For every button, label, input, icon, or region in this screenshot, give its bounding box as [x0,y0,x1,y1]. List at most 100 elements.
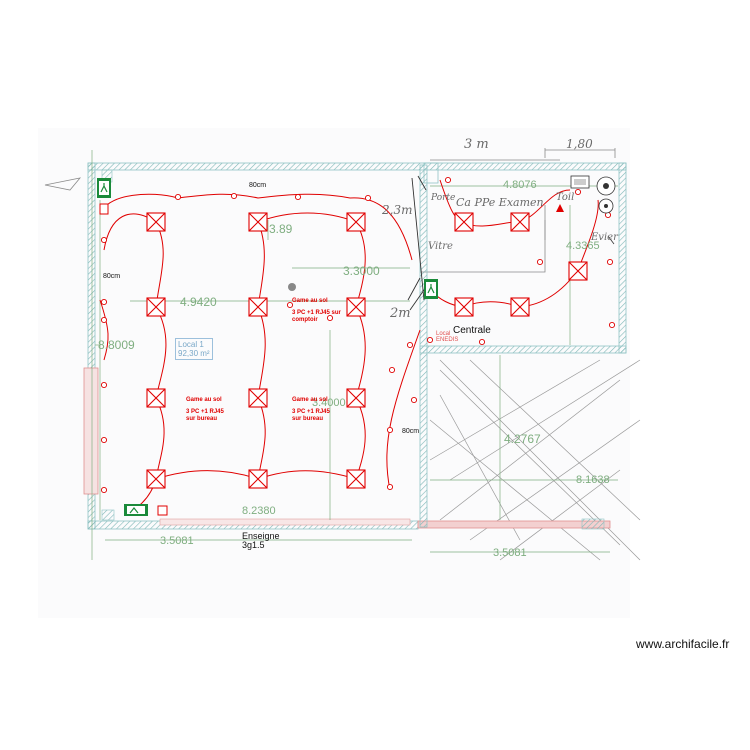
watermark-link[interactable]: www.archifacile.fr [636,637,730,651]
room-area: 92,30 m² [178,349,210,358]
socket-icon [100,381,108,389]
dimension-label: 4.3365 [566,240,600,252]
ceiling-light-icon [146,297,166,317]
dimension-label: 3.3000 [343,264,380,278]
socket-icon [386,483,394,491]
socket-icon [326,314,334,322]
ceiling-light-icon [510,297,530,317]
socket-icon [100,298,108,306]
emergency-exit-icon [97,178,111,198]
sockets [100,176,616,494]
construction-lines [429,359,641,561]
socket-icon [100,436,108,444]
socket-icon [574,188,582,196]
floor-box-note: Game au sol 3 PC +1 RJ45 sur comptoir [292,298,342,324]
floor-box-note: Game au sol 3 PC +1 RJ45 sur bureau [186,397,232,423]
equipment [288,175,616,291]
emergency-light-icon [99,203,109,215]
dimension-label: 3.89 [269,222,293,236]
socket-icon [100,486,108,494]
ceiling-light-icon [346,469,366,489]
socket-icon [386,426,394,434]
ceiling-light-icon [346,297,366,317]
socket-icon [536,258,544,266]
ceiling-light-icon [248,469,268,489]
socket-icon [388,366,396,374]
dimension-label: 4.9420 [180,295,217,309]
dimension-label: 8.1638 [576,474,610,486]
socket-icon [410,396,418,404]
tap-icon [607,235,615,245]
handwritten-note: Evier [591,232,618,243]
socket-icon [100,236,108,244]
socket-icon [286,301,294,309]
walls [83,162,627,530]
room-label: Local 1 92,30 m² [175,338,213,360]
floor-box-title: Game au sol [292,298,328,304]
socket-icon [444,176,452,184]
smoke-detector-icon [598,198,614,214]
socket-icon [426,336,434,344]
ceiling-light-icon [248,388,268,408]
handwritten-note: Porte [431,193,456,203]
electrical-panel-icon [570,175,590,189]
floor-box-text: 3 PC +1 RJ45 sur bureau [186,409,224,422]
emergency-exit-icon [124,504,148,516]
dimension-label: 4.2767 [504,432,541,446]
spacing-label: 80cm [103,273,121,280]
dimension-lines [91,150,618,560]
floor-box-text: 3 PC +1 RJ45 sur comptoir [292,310,341,323]
warning-icon [556,204,564,212]
floor-box-note: Game au sol 3 PC +1 RJ45 sur bureau [292,397,338,423]
handwritten-note: 2,3m [382,203,413,217]
socket-icon [100,316,108,324]
ceiling-lights [146,212,588,489]
ceiling-light-icon [454,297,474,317]
socket-icon [478,338,486,346]
socket-icon [364,194,372,202]
floor-box-icon [288,283,296,291]
ceiling-light-icon [248,212,268,232]
spacing-label: 80cm [402,428,420,435]
handwritten-note: Toil [556,192,575,203]
floor-box-title: Game au sol [292,397,328,403]
entrance-door [407,175,427,311]
room-name: Local 1 [178,340,204,349]
sign-cable: 3g1.5 [242,540,265,550]
ceiling-light-icon [346,388,366,408]
pencil-sketch [44,148,616,273]
dimension-label: 3.4000 [312,397,346,409]
ceiling-light-icon [568,261,588,281]
socket-icon [608,321,616,329]
handwritten-note: 1,80 [566,137,593,151]
dimension-label: 3.5081 [160,535,194,547]
ceiling-light-icon [146,388,166,408]
ceiling-light-icon [146,469,166,489]
dimension-label: 4.8076 [503,179,537,191]
handwritten-note: 2m [390,306,411,321]
socket-icon [174,193,182,201]
sign-name: Enseigne [242,531,280,541]
handwritten-note: Vitre [428,241,453,252]
emergency-exits [97,178,438,516]
socket-icon [406,341,414,349]
ceiling-light-icon [248,297,268,317]
central-label: Centrale [453,325,491,336]
floor-box-text: 3 PC +1 RJ45 sur bureau [292,409,330,422]
handwritten-note: Ca PPe Examen [456,196,544,209]
socket-icon [230,192,238,200]
ceiling-light-icon [510,212,530,232]
dimension-label: 8.2380 [242,505,276,517]
dimension-label: 3.5081 [493,547,527,559]
dimension-label: 8.8009 [98,338,135,352]
smoke-detector-icon [596,176,616,196]
floor-box-title: Game au sol [186,397,222,403]
spacing-label: 80cm [249,182,267,189]
ceiling-light-icon [454,212,474,232]
ceiling-light-icon [146,212,166,232]
socket-icon [606,258,614,266]
emergency-exit-icon [424,279,438,299]
ceiling-light-icon [346,212,366,232]
sign-label: Enseigne 3g1.5 [242,532,280,550]
